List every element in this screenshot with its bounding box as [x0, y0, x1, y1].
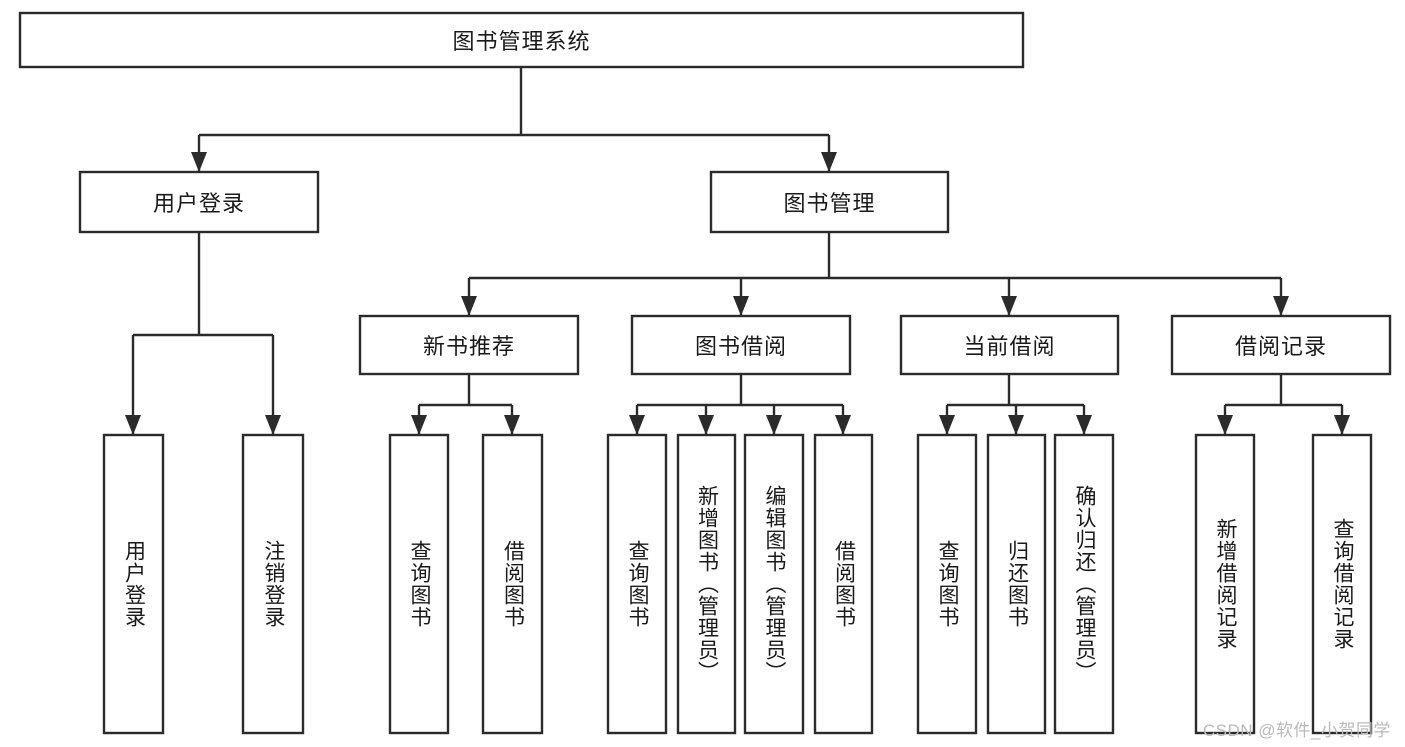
leaf-box-10[interactable] [1053, 433, 1115, 735]
level2-box-0[interactable] [78, 170, 320, 234]
level2-box-1[interactable] [709, 170, 950, 234]
leaf-box-11[interactable] [1194, 433, 1256, 735]
arrow-newbooks_to_leaves-1 [504, 415, 520, 435]
arrow-borrow_to_leaves-0 [629, 415, 645, 435]
arrow-root-1 [821, 152, 837, 172]
leaf-box-8[interactable] [916, 433, 978, 735]
leaf-box-9[interactable] [986, 433, 1047, 735]
arrow-books-3 [1273, 296, 1289, 316]
arrow-borrow_to_leaves-3 [835, 415, 851, 435]
leaf-box-12[interactable] [1311, 433, 1373, 735]
arrow-books-1 [733, 296, 749, 316]
leaf-box-3[interactable] [481, 433, 544, 735]
leaf-box-7[interactable] [813, 433, 874, 735]
leaf-box-6[interactable] [743, 433, 805, 735]
arrow-books-2 [1001, 296, 1017, 316]
level3-box-3[interactable] [1170, 314, 1392, 376]
arrow-borrow_to_leaves-2 [766, 415, 782, 435]
arrow-borrow_to_leaves-1 [698, 415, 714, 435]
leaf-box-0[interactable] [102, 433, 165, 735]
arrow-current_to_leaves-2 [1076, 415, 1092, 435]
arrow-books-0 [461, 296, 477, 316]
leaf-box-4[interactable] [606, 433, 668, 735]
root-box-0[interactable] [18, 11, 1025, 69]
level3-box-0[interactable] [358, 314, 580, 376]
arrow-record_to_leaves-1 [1334, 415, 1350, 435]
arrow-login-0 [125, 415, 141, 435]
level3-box-1[interactable] [630, 314, 852, 376]
arrow-login-1 [265, 415, 281, 435]
node-boxes-layer [18, 11, 1392, 735]
arrow-current_to_leaves-0 [939, 415, 955, 435]
arrow-current_to_leaves-1 [1008, 415, 1024, 435]
arrow-root-0 [191, 152, 207, 172]
arrow-record_to_leaves-0 [1217, 415, 1233, 435]
level3-box-2[interactable] [899, 314, 1120, 376]
leaf-box-1[interactable] [241, 433, 305, 735]
leaf-box-2[interactable] [388, 433, 450, 735]
arrow-newbooks_to_leaves-0 [411, 415, 427, 435]
csdn-watermark: CSDN @软件_小贺同学 [1202, 721, 1391, 740]
connectors-layer [125, 67, 1350, 435]
leaf-box-5[interactable] [676, 433, 737, 735]
